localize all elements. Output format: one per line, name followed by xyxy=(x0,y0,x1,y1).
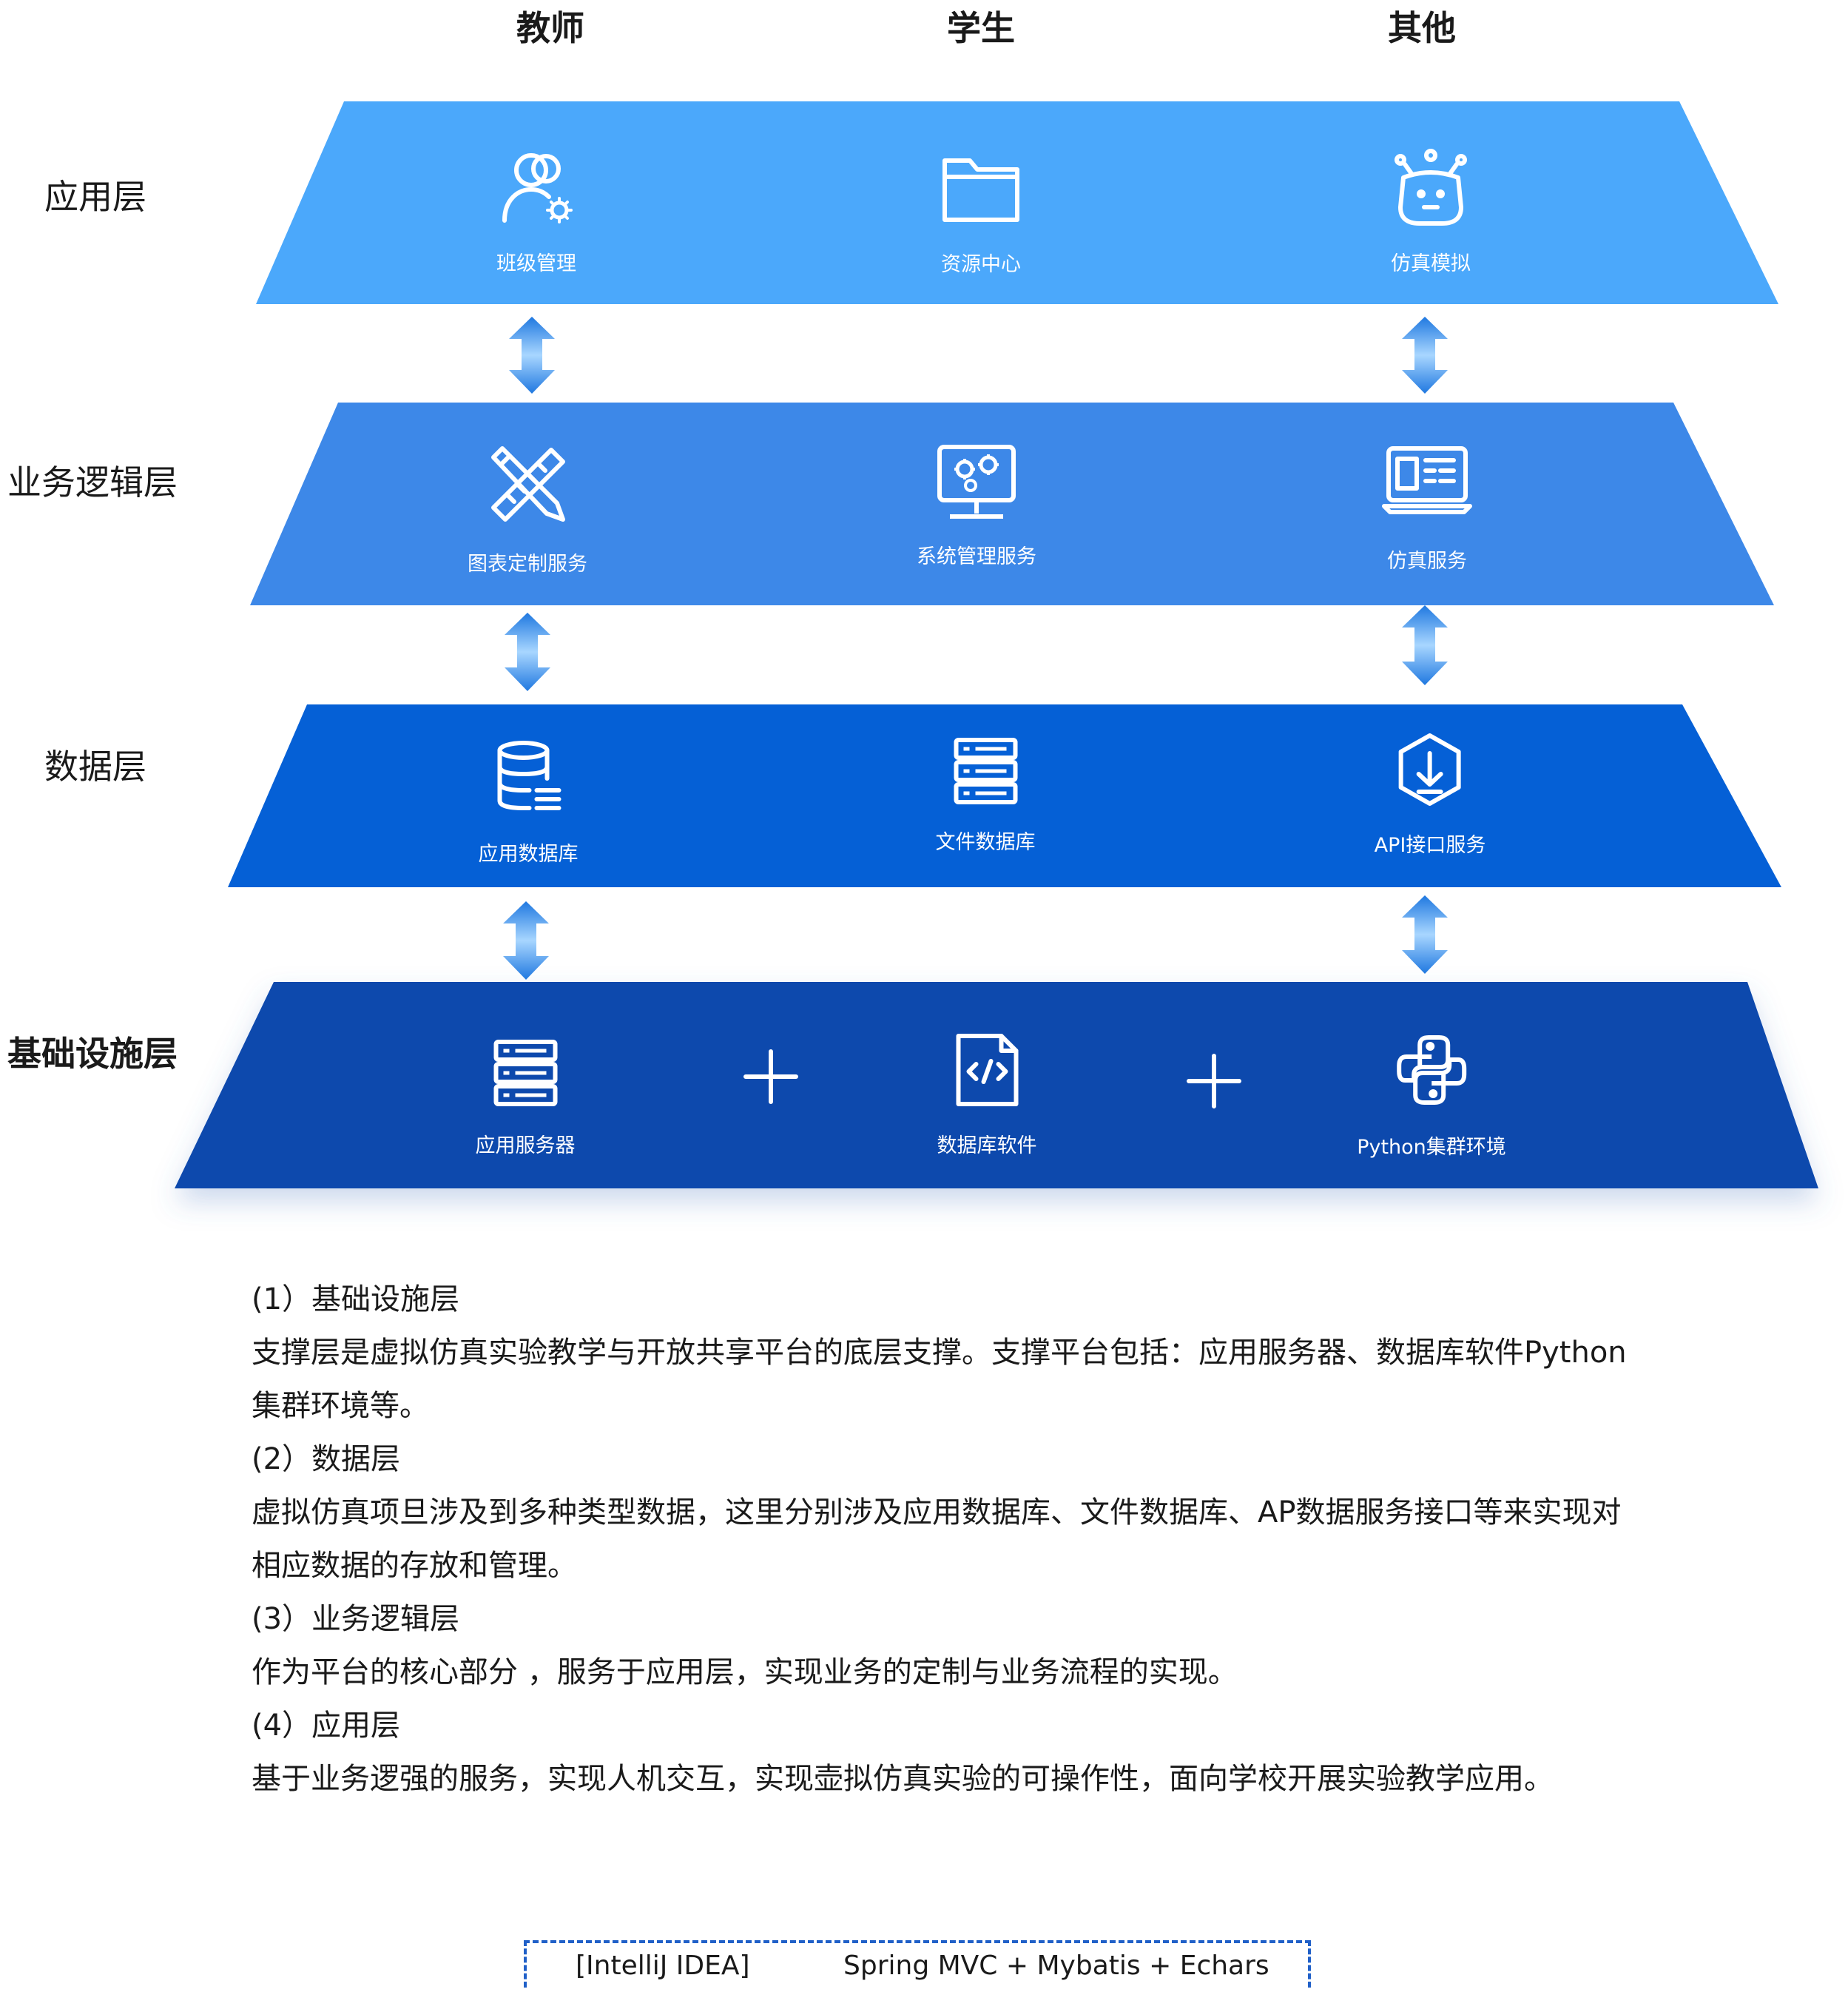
node-label: 资源中心 xyxy=(941,253,1021,276)
folder-icon xyxy=(942,158,1019,222)
node-label: 仿真服务 xyxy=(1387,550,1467,573)
column-header-student: 学生 xyxy=(947,8,1015,48)
node-system-management: 系统管理服务 xyxy=(917,443,1036,569)
node-label: 班级管理 xyxy=(496,252,576,275)
column-header-teacher: 教师 xyxy=(516,8,584,48)
ruler-pencil-icon xyxy=(491,446,565,522)
node-label: 数据库软件 xyxy=(937,1134,1037,1157)
node-file-database: 文件数据库 xyxy=(936,737,1036,855)
database-icon xyxy=(497,741,561,810)
code-file-icon xyxy=(956,1034,1018,1106)
node-api-service: API接口服务 xyxy=(1375,733,1486,858)
arrow-teacher-2 xyxy=(505,613,550,691)
description-line: (4）应用层 xyxy=(252,1709,401,1743)
node-database-software: 数据库软件 xyxy=(937,1032,1037,1158)
layer-label-infrastructure: 基础设施层 xyxy=(7,1034,178,1074)
node-label: 图表定制服务 xyxy=(468,553,587,576)
robot-icon xyxy=(1395,149,1467,226)
monitor-gears-icon xyxy=(937,445,1016,519)
node-class-management: 班级管理 xyxy=(496,148,577,276)
users-gear-icon xyxy=(502,153,573,223)
description-line: 集群环境等。 xyxy=(252,1389,429,1423)
layer-label-application: 应用层 xyxy=(44,177,146,217)
node-label: 应用服务器 xyxy=(475,1134,576,1157)
ide-label: [IntelliJ IDEA] xyxy=(576,1951,750,1981)
node-application-database: 应用数据库 xyxy=(479,740,579,867)
layer-label-data: 数据层 xyxy=(44,747,146,787)
node-simulation-service: 仿真服务 xyxy=(1381,444,1473,573)
layer-band-business-logic xyxy=(250,403,1774,605)
description-line: 作为平台的核心部分 ，服务于应用层，实现业务的定制与业务流程的实现。 xyxy=(252,1655,1238,1689)
plus-icon xyxy=(743,1049,799,1108)
server-icon xyxy=(493,1040,557,1106)
node-label: API接口服务 xyxy=(1374,834,1486,857)
description-line: 虚拟仿真项旦涉及到多种类型数据，这里分别涉及应用数据库、文件数据库、AP数据服务… xyxy=(252,1495,1622,1530)
arrow-teacher-1 xyxy=(509,317,555,394)
column-header-other: 其他 xyxy=(1388,8,1456,48)
node-resource-center: 资源中心 xyxy=(940,152,1022,277)
node-label: 仿真模拟 xyxy=(1391,252,1471,275)
arrow-teacher-3 xyxy=(503,901,549,980)
python-icon xyxy=(1397,1035,1466,1105)
layer-label-business-logic: 业务逻辑层 xyxy=(7,462,178,502)
stack-label: Spring MVC + Mybatis + Echars xyxy=(843,1951,1269,1981)
plus-icon xyxy=(1186,1053,1242,1112)
arrow-other-1 xyxy=(1402,317,1448,394)
description-line: (3）业务逻辑层 xyxy=(252,1602,460,1636)
layer-diagram xyxy=(175,101,1818,1188)
server-icon xyxy=(954,738,1017,804)
node-label: Python集群环境 xyxy=(1357,1136,1506,1159)
description-text: (1）基础设施层 支撑层是虚拟仿真实验教学与开放共享平台的底层支撑。支撑平台包括… xyxy=(252,1273,1776,1806)
node-simulation: 仿真模拟 xyxy=(1390,148,1471,276)
description-line: (2）数据层 xyxy=(252,1442,401,1476)
description-line: 相应数据的存放和管理。 xyxy=(252,1549,577,1583)
node-application-server: 应用服务器 xyxy=(476,1039,576,1158)
description-line: 支撑层是虚拟仿真实验教学与开放共享平台的底层支撑。支撑平台包括：应用服务器、数据… xyxy=(252,1336,1627,1370)
node-python-cluster: Python集群环境 xyxy=(1357,1034,1506,1160)
layer-band-data xyxy=(228,704,1781,887)
arrow-other-2 xyxy=(1402,605,1448,685)
node-chart-customization: 图表定制服务 xyxy=(468,443,587,576)
shield-download-icon xyxy=(1399,733,1461,806)
node-label: 文件数据库 xyxy=(935,831,1036,854)
node-label: 应用数据库 xyxy=(478,843,579,866)
layer-band-infrastructure xyxy=(175,982,1818,1188)
arrow-other-3 xyxy=(1402,895,1448,974)
description-line: (1）基础设施层 xyxy=(252,1282,460,1316)
description-line: 基于业务逻强的服务，实现人机交互，实现壶拟仿真实验的可操作性，面向学校开展实验教… xyxy=(252,1762,1554,1796)
laptop-id-icon xyxy=(1382,446,1472,514)
toolchain-box: [IntelliJ IDEA] Spring MVC + Mybatis + E… xyxy=(524,1940,1311,1988)
node-label: 系统管理服务 xyxy=(917,545,1036,568)
